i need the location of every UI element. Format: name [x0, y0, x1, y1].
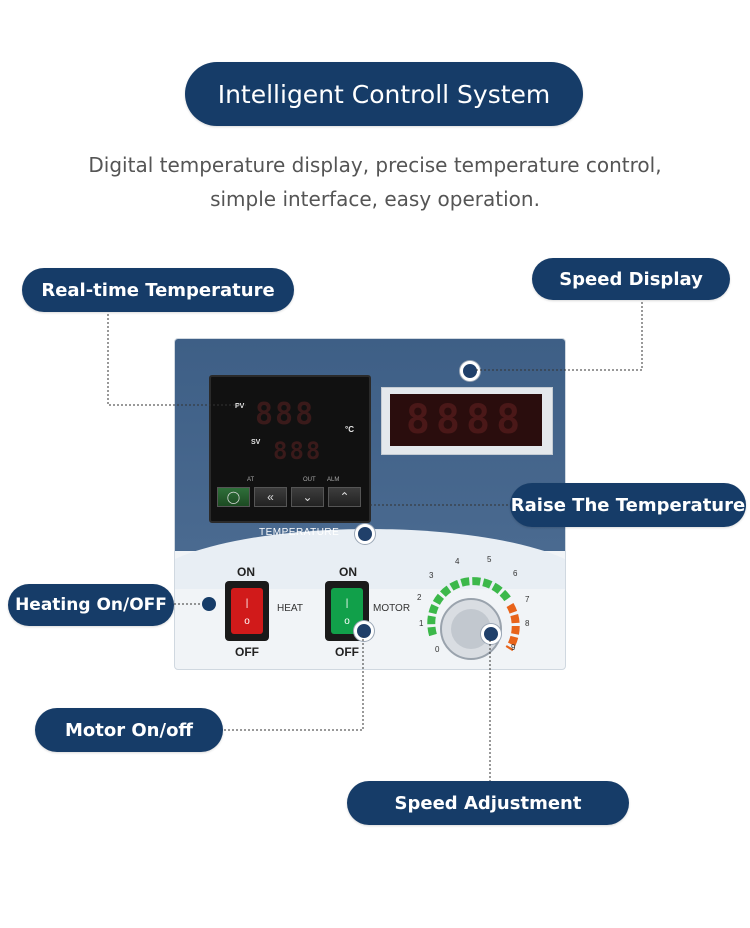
dial-num-7: 7	[525, 595, 530, 604]
temperature-controller: PV 888 °C SV 888 AT OUT ALM ◯ « ⌄ ⌃	[209, 375, 371, 523]
motor-leader	[224, 636, 364, 731]
heating-marker	[202, 597, 216, 611]
sv-label: SV	[251, 439, 261, 446]
rocker-on-mark: |	[245, 598, 249, 609]
speed-display-marker	[460, 361, 480, 381]
speed-led-digits: 8888	[390, 394, 542, 446]
indicator-row: AT OUT ALM	[219, 477, 359, 487]
pv-digits: 888	[255, 397, 316, 432]
shift-key[interactable]: «	[254, 487, 287, 507]
callout-speed-adjustment: Speed Adjustment	[347, 781, 629, 825]
controller-keys: ◯ « ⌄ ⌃	[217, 487, 361, 507]
control-panel: PV 888 °C SV 888 AT OUT ALM ◯ « ⌄ ⌃ 8888…	[174, 338, 566, 670]
callout-speed-display: Speed Display	[532, 258, 730, 300]
temperature-label: TEMPERATURE	[259, 527, 340, 538]
set-key[interactable]: ◯	[217, 487, 250, 507]
subtitle-line-1: Digital temperature display, precise tem…	[88, 153, 662, 177]
motor-off-label: OFF	[335, 645, 359, 659]
indicator-alm: ALM	[327, 477, 340, 483]
motor-marker	[354, 621, 374, 641]
dial-knob-cap	[451, 609, 491, 649]
indicator-at: AT	[247, 477, 255, 483]
dial-num-5: 5	[487, 555, 492, 564]
callout-motor: Motor On/off	[35, 708, 223, 752]
dial-scale-green	[427, 577, 513, 637]
rocker-on-mark: |	[345, 598, 349, 609]
dial-num-9: 9	[511, 643, 516, 652]
dial-num-2: 2	[417, 593, 422, 602]
raise-temperature-marker	[355, 524, 375, 544]
dial-scale-orange	[505, 602, 520, 652]
speed-display-leader	[476, 302, 643, 371]
unit-label: °C	[345, 425, 354, 434]
section-title: Intelligent Controll System	[185, 62, 583, 126]
speed-adjust-marker	[481, 624, 501, 644]
rocker-off-mark: o	[344, 616, 350, 627]
sv-digits: 888	[273, 437, 323, 465]
rocker-off-mark: o	[244, 616, 250, 627]
dial-num-4: 4	[455, 557, 460, 566]
callout-heating: Heating On/OFF	[8, 584, 174, 626]
dial-num-3: 3	[429, 571, 434, 580]
realtime-leader	[107, 314, 246, 406]
up-key[interactable]: ⌃	[328, 487, 361, 507]
pv-label: PV	[235, 403, 245, 410]
speed-display: 8888	[381, 387, 553, 455]
speed-dial[interactable]	[413, 553, 533, 663]
dial-num-0: 0	[435, 645, 440, 654]
callout-raise-temperature: Raise The Temperature	[510, 483, 746, 527]
heat-off-label: OFF	[235, 645, 259, 659]
heat-switch[interactable]: | o	[225, 581, 269, 641]
section-subtitle: Digital temperature display, precise tem…	[0, 148, 750, 216]
heat-label: HEAT	[277, 603, 303, 614]
motor-label: MOTOR	[373, 603, 411, 614]
down-key[interactable]: ⌄	[291, 487, 324, 507]
dial-num-1: 1	[419, 619, 424, 628]
callout-realtime-temperature: Real-time Temperature	[22, 268, 294, 312]
indicator-out: OUT	[303, 477, 316, 483]
motor-on-label: ON	[339, 565, 357, 579]
heat-rocker[interactable]: | o	[231, 588, 263, 634]
subtitle-line-2: simple interface, easy operation.	[210, 187, 540, 211]
dial-num-6: 6	[513, 569, 518, 578]
heat-on-label: ON	[237, 565, 255, 579]
dial-num-8: 8	[525, 619, 530, 628]
